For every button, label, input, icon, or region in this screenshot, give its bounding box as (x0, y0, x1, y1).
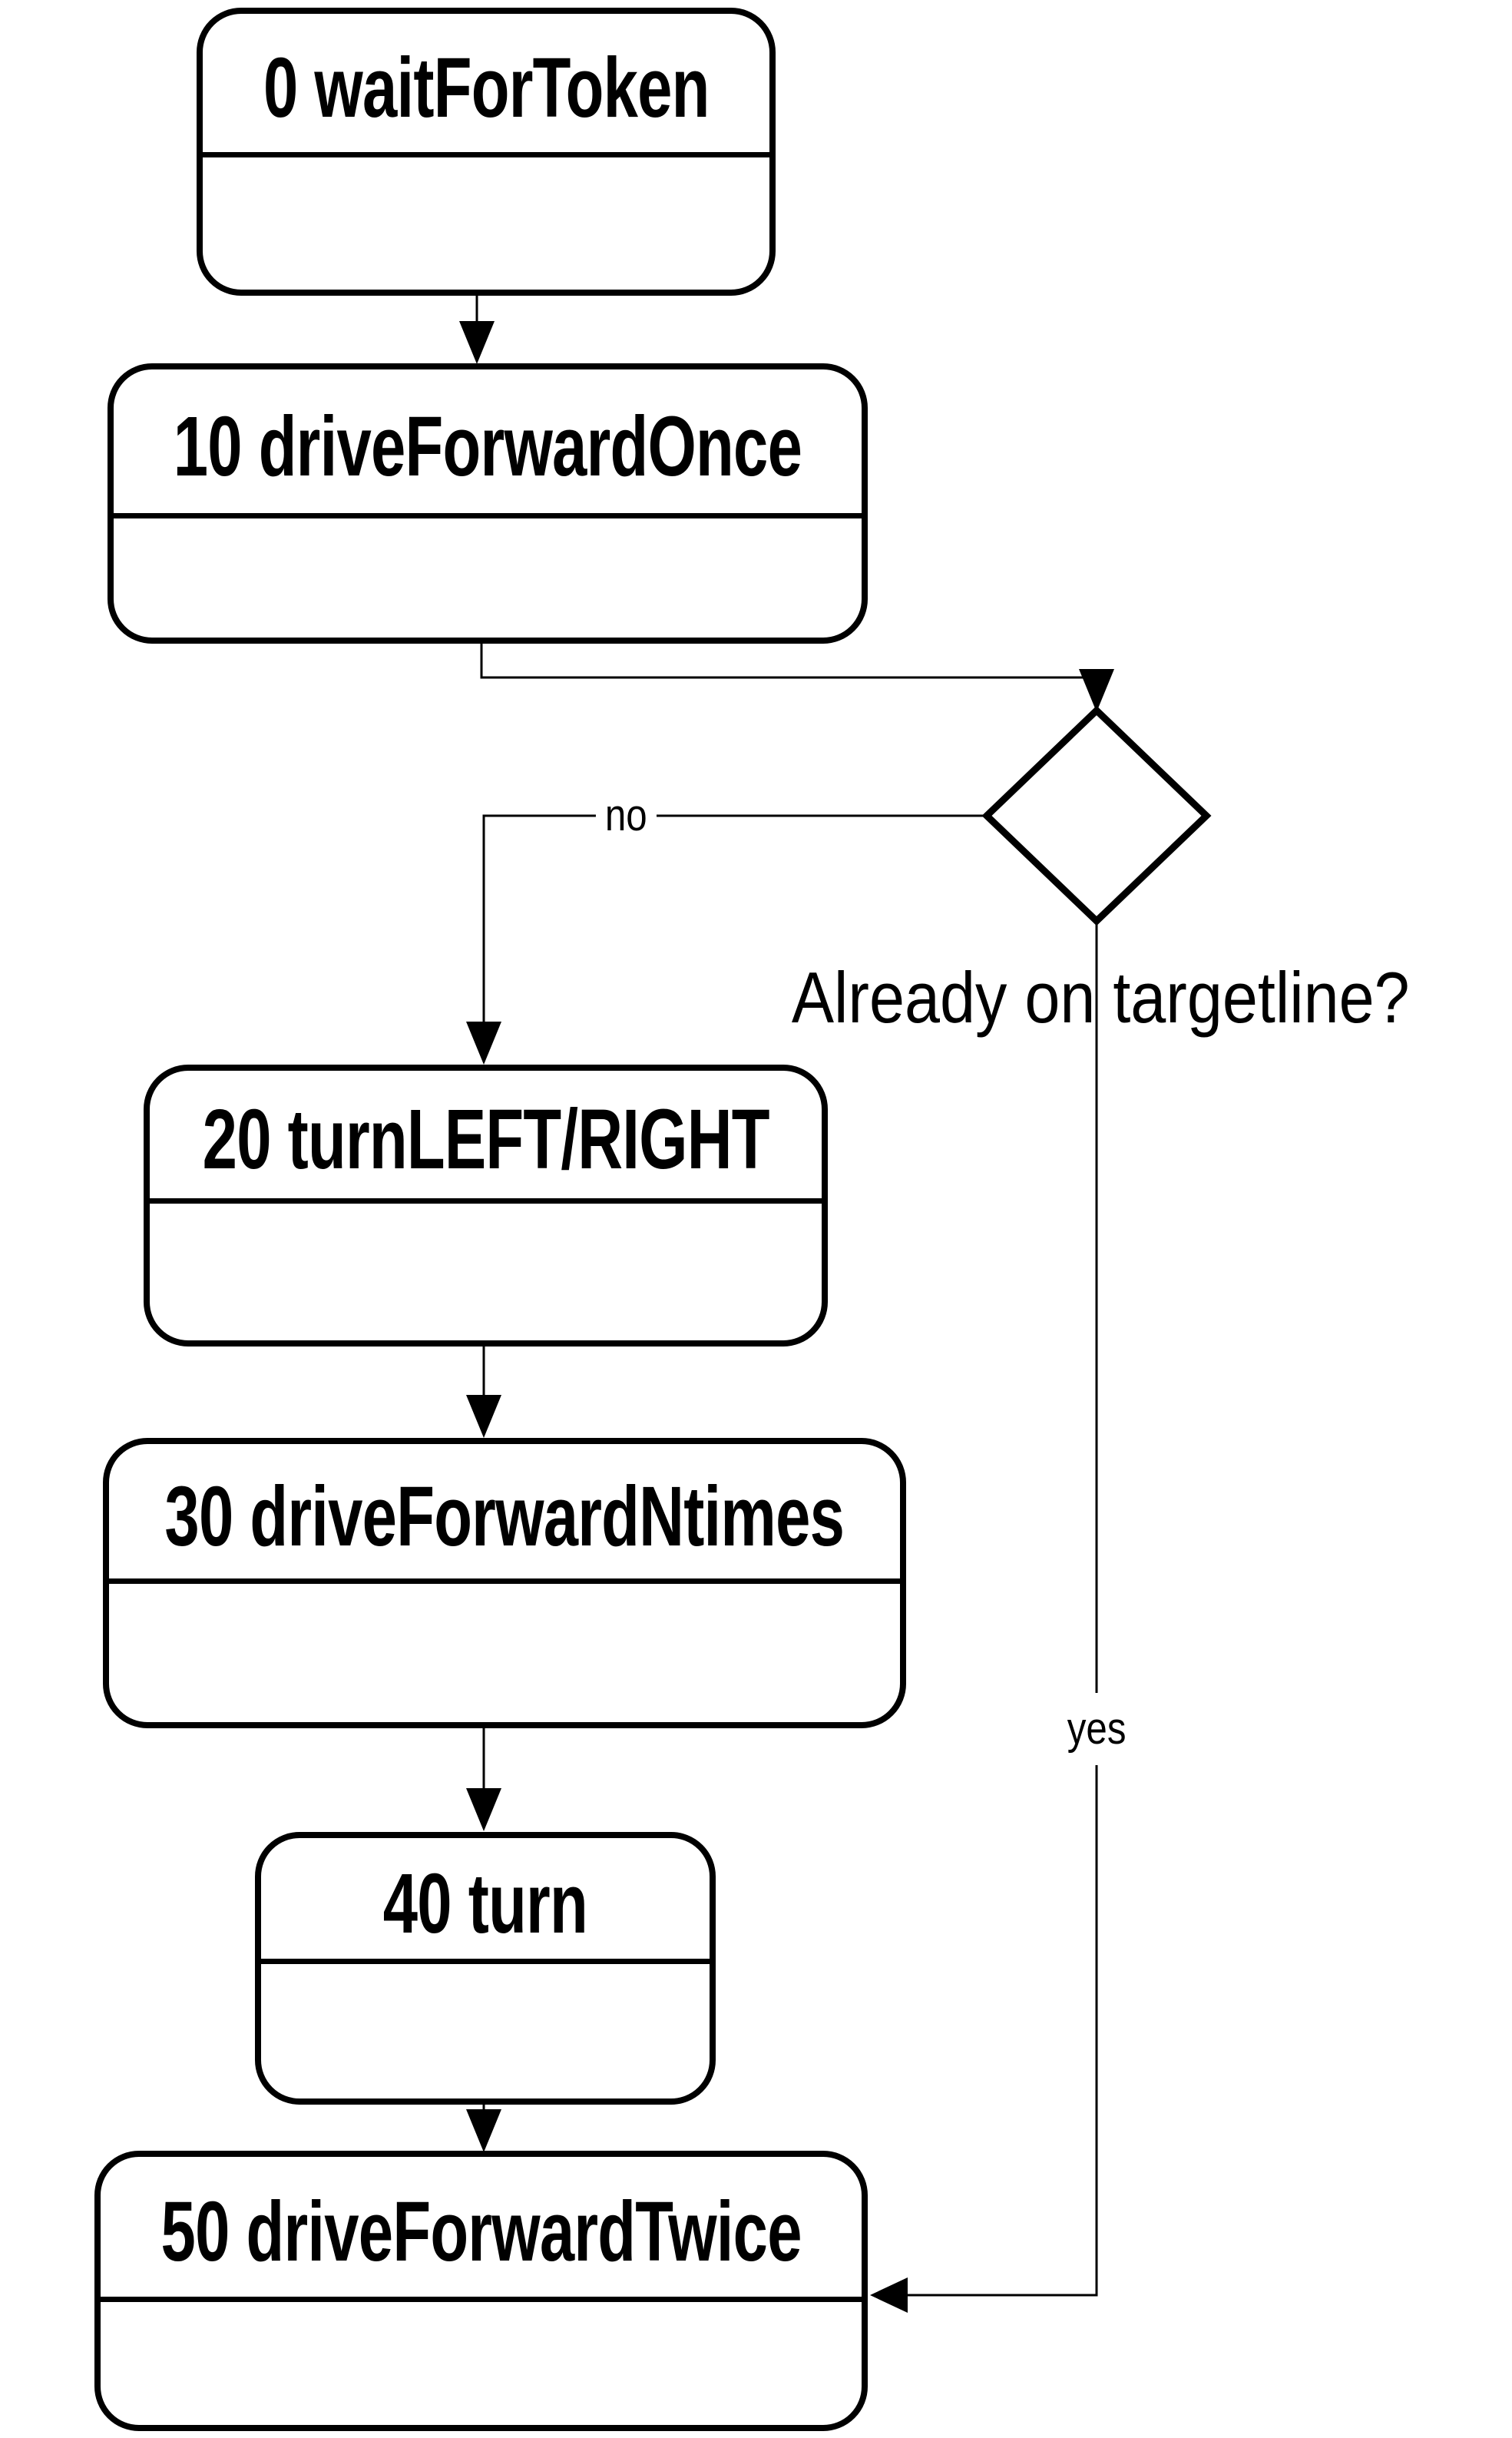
edge-decision-yes-to-50 (906, 921, 1098, 2297)
state-title-compartment: 10 driveForwardOnce (114, 369, 862, 518)
arrowhead-into-50-top (466, 2109, 501, 2152)
state-title: 0 waitForToken (263, 41, 710, 135)
state-title-compartment: 30 driveForwardNtimes (109, 1444, 900, 1584)
decision-diamond (981, 705, 1212, 926)
edge-label-yes: yes (1029, 1687, 1164, 1771)
state-title-compartment: 20 turnLEFT/RIGHT (150, 1071, 822, 1204)
arrowhead-into-50-right (870, 2277, 908, 2313)
state-title: 30 driveForwardNtimes (164, 1469, 845, 1564)
arrowhead-into-40 (466, 1788, 501, 1831)
state-title-compartment: 40 turn (261, 1838, 710, 1964)
state-box-0-waitfortoken: 0 waitForToken (197, 8, 776, 296)
edge-label-no: no (557, 781, 695, 850)
decision-question: Already on targetline? (791, 957, 1410, 1038)
state-title: 50 driveForwardTwice (160, 2185, 802, 2279)
state-box-30-driveforwardntimes: 30 driveForwardNtimes (103, 1438, 906, 1728)
state-title-compartment: 50 driveForwardTwice (101, 2157, 862, 2302)
state-title: 20 turnLEFT/RIGHT (202, 1092, 769, 1187)
state-title-compartment: 0 waitForToken (203, 14, 769, 157)
state-title: 10 driveForwardOnce (173, 399, 802, 494)
arrowhead-into-decision (1079, 669, 1114, 712)
arrowhead-into-20 (466, 1022, 501, 1065)
arrowhead-into-30 (466, 1395, 501, 1438)
state-box-20-turnleftright: 20 turnLEFT/RIGHT (144, 1065, 828, 1347)
state-box-40-turn: 40 turn (255, 1832, 716, 2105)
edge-10-to-decision (480, 644, 1098, 679)
arrowhead-into-10 (459, 321, 495, 364)
state-title: 40 turn (382, 1856, 588, 1951)
state-box-50-driveforwardtwice: 50 driveForwardTwice (94, 2151, 868, 2431)
state-box-10-driveforwardonce: 10 driveForwardOnce (108, 363, 868, 644)
